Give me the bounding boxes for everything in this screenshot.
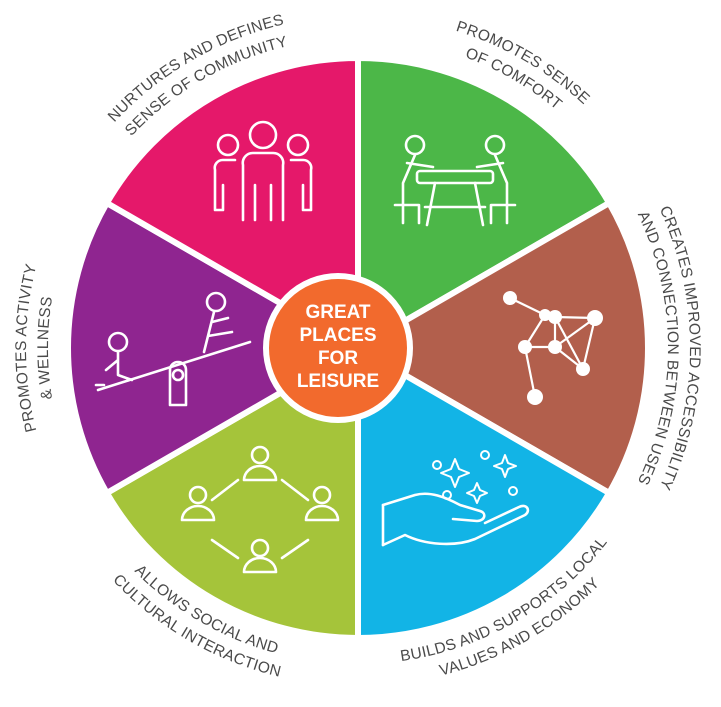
label-activity-line-2: & WELLNESS [35, 295, 56, 401]
segment-activity [65, 198, 364, 498]
segment-social [102, 342, 361, 642]
center-title-line-3: FOR [318, 348, 358, 369]
hand-sparkles-icon [381, 450, 530, 547]
center-title-line-1: GREAT [305, 302, 370, 323]
center-circle [263, 273, 413, 423]
segment-comfort [355, 54, 614, 354]
segment-community [102, 54, 361, 354]
segment-economy [355, 342, 614, 642]
center-hub: GREAT PLACES FOR LEISURE [263, 273, 413, 423]
segment-accessibility [352, 198, 651, 498]
seesaw-icon [94, 291, 252, 407]
people-network-icon [180, 445, 340, 574]
center-title-line-4: LEISURE [297, 371, 379, 392]
center-title-line-2: PLACES [299, 325, 376, 346]
picnic-table-icon [393, 134, 517, 227]
network-nodes-icon [503, 291, 603, 405]
group-people-icon [213, 120, 313, 222]
